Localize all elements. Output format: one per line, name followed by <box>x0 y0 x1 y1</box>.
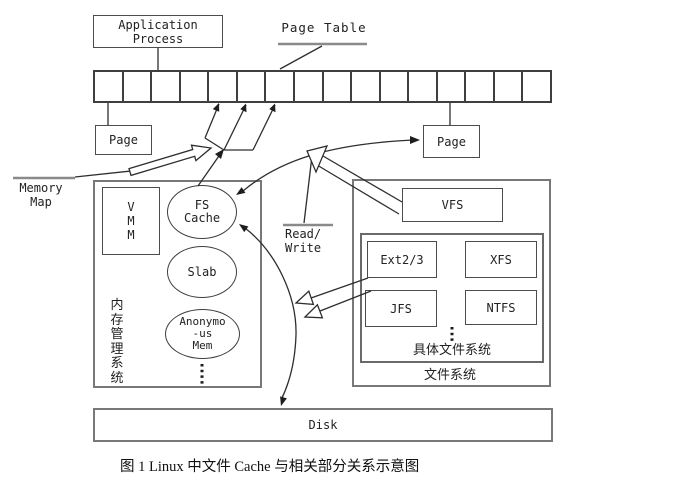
page-table-cell <box>495 72 524 101</box>
ntfs-box: NTFS <box>465 290 537 325</box>
memory-map-lead-line <box>74 170 132 178</box>
fan-arrow-2 <box>223 104 247 151</box>
anonymous-mem-ellipse: Anonymo -us Mem <box>165 309 240 359</box>
page-box-right: Page <box>423 125 480 158</box>
page-box-left: Page <box>95 125 152 155</box>
fan-arrowhead-3 <box>269 103 276 113</box>
disk-box: Disk <box>93 408 553 442</box>
vmm-box: V M M <box>102 187 160 255</box>
fscache-fan-arrowhead <box>215 149 224 159</box>
read-write-pointer <box>303 155 313 224</box>
page-table-cell <box>324 72 353 101</box>
vfs-arrow-head <box>306 145 329 174</box>
page-table-cell <box>523 72 550 101</box>
slab-ellipse: Slab <box>167 246 237 298</box>
read-write-label: Read/ Write <box>285 227 322 255</box>
page-table-cell <box>466 72 495 101</box>
page-table-cell <box>266 72 295 101</box>
page-table-cell <box>95 72 124 101</box>
page-table-cell <box>124 72 153 101</box>
concrete-arrow-head-2 <box>303 303 324 319</box>
arc-page-arrowhead <box>410 136 420 144</box>
figure-caption: 图 1 Linux 中文件 Cache 与相关部分关系示意图 <box>120 459 420 475</box>
page-table-cell <box>409 72 438 101</box>
page-table-cell <box>181 72 210 101</box>
fan-arrow-3 <box>252 104 276 151</box>
page-table-cell <box>152 72 181 101</box>
concrete-fs-label: 具体文件系统 <box>412 343 491 358</box>
page-table <box>93 70 552 103</box>
fan-connector <box>204 137 253 151</box>
vfs-box: VFS <box>402 188 503 222</box>
pagetable-label-pointer <box>279 45 323 70</box>
memory-management-title: 内 存 管 理 系 统 <box>110 298 124 386</box>
curve-disk-arrowhead <box>280 396 287 406</box>
page-table-cell <box>238 72 267 101</box>
page-table-label: Page Table <box>281 20 367 35</box>
fan-arrowhead-1 <box>212 103 220 112</box>
page-table-cell <box>352 72 381 101</box>
fs-cache-ellipse: FS Cache <box>167 185 237 239</box>
page-table-cell <box>438 72 467 101</box>
jfs-box: JFS <box>365 290 437 327</box>
ext23-box: Ext2/3 <box>367 241 437 278</box>
concrete-arrow-head-1 <box>294 290 315 306</box>
file-system-label: 文件系统 <box>423 368 476 383</box>
page-table-cell <box>295 72 324 101</box>
page-table-cell <box>209 72 238 101</box>
page-table-cell <box>381 72 410 101</box>
memory-map-label: Memory Map <box>19 181 63 209</box>
xfs-box: XFS <box>465 241 537 278</box>
fan-arrowhead-2 <box>240 103 247 113</box>
application-process-box: Application Process <box>93 15 223 48</box>
fan-arrow-1 <box>204 103 220 139</box>
